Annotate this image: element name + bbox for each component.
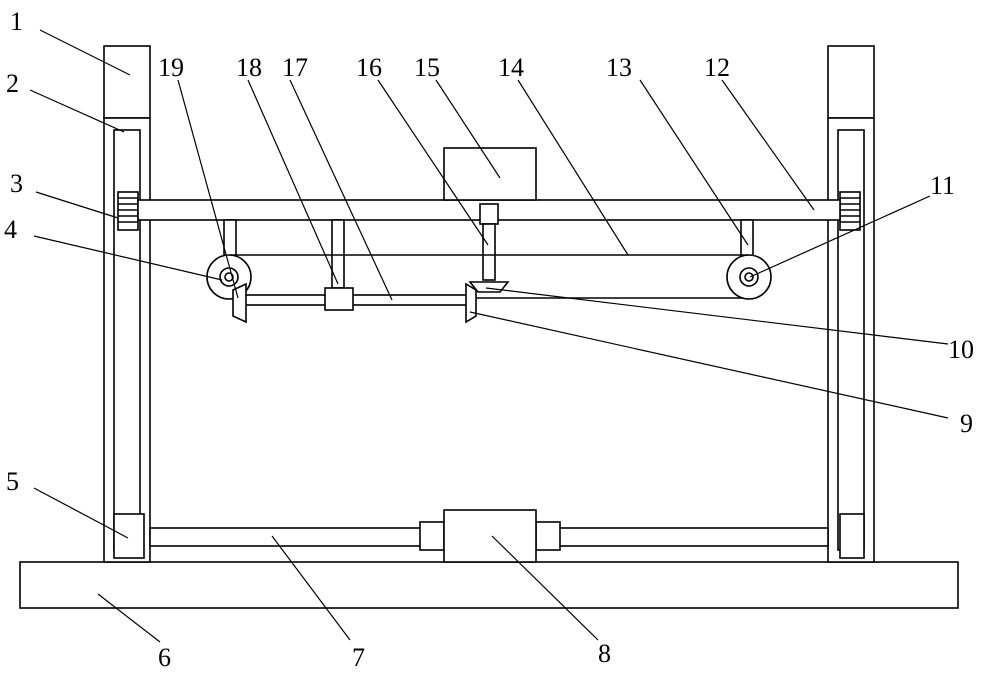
rod-collar-left	[419, 521, 445, 551]
label-13: 13	[606, 53, 632, 82]
label-14: 14	[498, 53, 524, 82]
label-5: 5	[6, 467, 19, 496]
label-19: 19	[158, 53, 184, 82]
label-10: 10	[948, 335, 974, 364]
rod-collar-right	[535, 521, 561, 551]
bearing-block	[324, 287, 354, 311]
label-1: 1	[10, 7, 23, 36]
right-slider	[839, 513, 865, 559]
right-hanger	[740, 219, 754, 261]
lower-bevel-gear	[465, 282, 477, 324]
left-top-block	[103, 45, 151, 119]
label-9: 9	[960, 409, 973, 438]
left-bevel-gear	[232, 282, 247, 324]
right-pulley	[726, 254, 772, 300]
center-block	[443, 509, 537, 563]
label-6: 6	[158, 643, 171, 672]
label-12: 12	[704, 53, 730, 82]
right-gear-block	[839, 191, 861, 231]
label-8: 8	[598, 639, 611, 668]
label-3: 3	[10, 169, 23, 198]
left-gear-block	[117, 191, 139, 231]
label-18: 18	[236, 53, 262, 82]
label-15: 15	[414, 53, 440, 82]
label-2: 2	[6, 69, 19, 98]
label-17: 17	[282, 53, 308, 82]
base-plate	[19, 561, 959, 609]
leader-lines	[29, 29, 949, 643]
middle-hanger	[331, 219, 345, 289]
motor-box	[443, 147, 537, 201]
label-11: 11	[930, 171, 955, 200]
left-slider	[113, 513, 145, 559]
label-4: 4	[4, 215, 17, 244]
label-16: 16	[356, 53, 382, 82]
motor-shaft-block	[479, 203, 499, 225]
lower-shaft	[243, 294, 469, 306]
motor-shaft	[482, 223, 496, 281]
right-top-block	[827, 45, 875, 119]
label-7: 7	[352, 643, 365, 672]
